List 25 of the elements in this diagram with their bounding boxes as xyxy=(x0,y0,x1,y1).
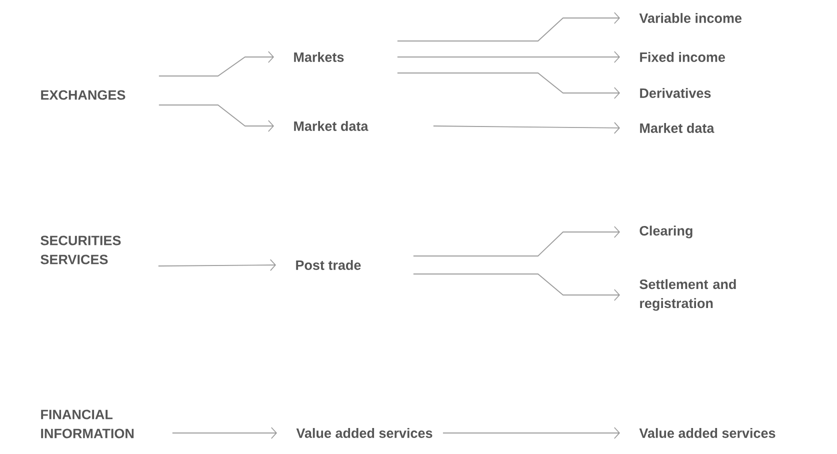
arrow xyxy=(412,274,620,301)
node-label: Derivatives xyxy=(640,88,711,98)
arrow xyxy=(396,12,620,42)
node-label: Value added services xyxy=(639,428,776,438)
node-label: FINANCIAL INFORMATION xyxy=(41,410,134,438)
node-label: Market data xyxy=(640,123,714,133)
arrow xyxy=(158,104,274,132)
arrow xyxy=(396,51,620,63)
arrow xyxy=(412,226,620,256)
arrow xyxy=(158,51,274,76)
arrow xyxy=(432,122,620,134)
node-label: Markets xyxy=(294,52,344,62)
arrow xyxy=(442,427,620,439)
node-label: Market data xyxy=(294,121,368,131)
arrow xyxy=(172,427,277,439)
node-label: Fixed income xyxy=(640,52,725,62)
node-label: EXCHANGES xyxy=(41,90,126,100)
arrow xyxy=(158,259,276,271)
node-label: Settlement and registration xyxy=(640,279,736,311)
arrow xyxy=(396,72,620,99)
node-label: Value added services xyxy=(296,428,432,438)
node-label: Variable income xyxy=(639,13,742,23)
node-label: Post trade xyxy=(296,260,361,270)
node-label: SECURITIES SERVICES xyxy=(40,236,121,264)
node-label: Clearing xyxy=(640,226,692,238)
